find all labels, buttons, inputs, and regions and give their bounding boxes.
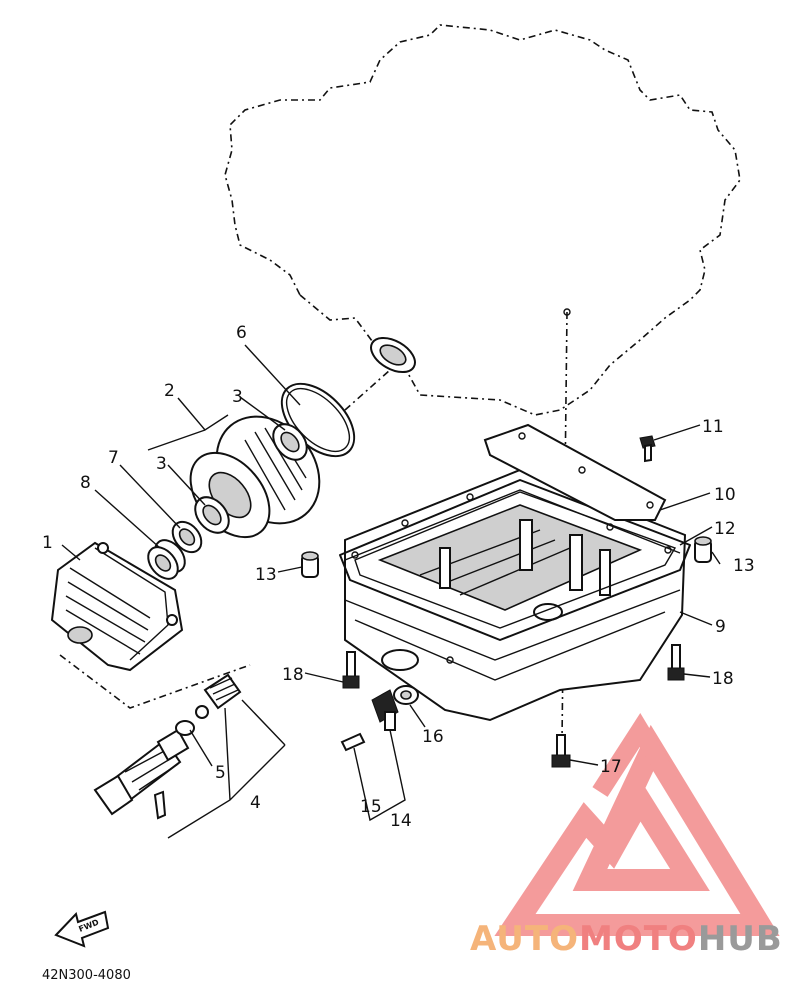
- callout-12: 12: [714, 519, 736, 539]
- spring-8: [147, 539, 186, 580]
- oil-pan-9: [344, 468, 687, 722]
- gasket-inner-edge: [354, 491, 677, 629]
- part14-leader: [353, 729, 406, 822]
- fwd-arrow: FWD: [54, 910, 110, 948]
- callout-5: 5: [215, 763, 226, 783]
- gasket-12: [339, 479, 691, 641]
- callout-6: 6: [236, 323, 247, 343]
- callout-11: 11: [702, 417, 724, 437]
- bolt-17: [551, 734, 571, 768]
- callout-4: 4: [250, 793, 261, 813]
- dowel-13-right: [694, 536, 712, 563]
- callout-13-left: 13: [255, 565, 277, 585]
- engine-outline: [224, 24, 741, 416]
- callout-2: 2: [164, 381, 175, 401]
- watermark-moto: MOTO: [579, 919, 698, 959]
- callout-15: 15: [360, 797, 382, 817]
- engine-oil-port: [370, 336, 416, 374]
- callout-labels: 1 2 3 3 4 5 6 7 8 9 10 11 12 13 13 14 15…: [42, 323, 755, 831]
- screw-15: [340, 732, 366, 752]
- watermark-logo: [494, 712, 780, 936]
- callout-13-right: 13: [733, 556, 755, 576]
- baffle-plate-10: [483, 423, 667, 521]
- watermark-hub: HUB: [698, 919, 783, 959]
- callout-9: 9: [715, 617, 726, 637]
- callout-3-upper: 3: [232, 387, 243, 407]
- callout-7: 7: [108, 448, 119, 468]
- callout-8: 8: [80, 473, 91, 493]
- watermark-auto: AUTO: [470, 919, 579, 959]
- centre-mark: [563, 308, 571, 316]
- callout-10: 10: [714, 485, 736, 505]
- drain-plug-14: [371, 689, 399, 731]
- valve-spring: [203, 673, 242, 710]
- callout-16: 16: [422, 727, 444, 747]
- centre-line: [561, 311, 568, 741]
- oring-leader: [344, 369, 391, 411]
- washer-7: [171, 520, 203, 554]
- callout-14: 14: [390, 811, 412, 831]
- leader-lines: [61, 344, 721, 767]
- callout-3-lower: 3: [156, 454, 167, 474]
- o-ring-3-lower: [194, 496, 230, 534]
- callout-17: 17: [600, 757, 622, 777]
- bolt-18-left: [342, 651, 360, 689]
- oil-filter-cover-1: [50, 541, 184, 672]
- part-code: 42N300-4080: [42, 968, 131, 983]
- callout-1: 1: [42, 533, 53, 553]
- part4-leader: [167, 699, 286, 839]
- valve-ring-5: [175, 705, 209, 736]
- bolt-18-right: [667, 644, 685, 681]
- relief-valve-4: [93, 728, 190, 820]
- watermark-text: AUTOMOTOHUB: [470, 919, 783, 959]
- dowel-13-left: [301, 551, 319, 578]
- gasket-16: [393, 685, 419, 705]
- callout-18-right: 18: [712, 669, 734, 689]
- oil-filter-element-2: [189, 415, 321, 539]
- callout-18-left: 18: [282, 665, 304, 685]
- bolt-11: [639, 435, 656, 463]
- o-ring-3-upper: [272, 423, 308, 461]
- cover-assembly-line: [59, 654, 251, 709]
